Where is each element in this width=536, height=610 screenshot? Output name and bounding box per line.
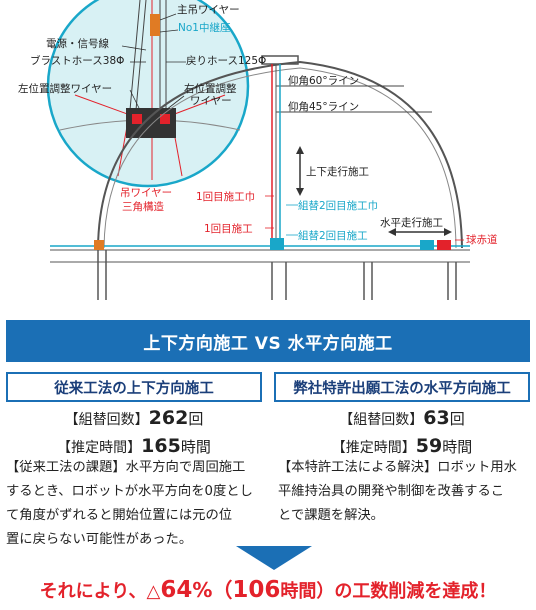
robot-marker-left (94, 240, 104, 250)
patent-time: 【推定時間】59時間 (331, 435, 473, 457)
label-right-adjust-wire-2: ワイヤー (190, 95, 232, 107)
robot-marker-teal (420, 240, 434, 250)
conventional-method-panel: 従来工法の上下方向施工 【組替回数】262回 【推定時間】165時間 (6, 372, 262, 458)
relay-seat-marker (150, 14, 160, 36)
label-main-wire: 主吊ワイヤー (177, 4, 240, 16)
banner-title: 上下方向施工 VS 水平方向施工 (143, 333, 393, 354)
label-vertical-travel: 上下走行施工 (306, 165, 369, 178)
patent-method-panel: 弊社特許出願工法の水平方向施工 【組替回数】63回 【推定時間】59時間 (274, 372, 530, 458)
detail-structure (59, 0, 241, 180)
robot-marker-center (270, 238, 284, 250)
conventional-description: 【従来工法の課題】水平方向で周回施工 するとき、ロボットが水平方向を0度とし て… (6, 460, 253, 547)
dome-outline (97, 60, 463, 249)
label-equator: 球赤道 (466, 233, 498, 246)
conventional-time: 【推定時間】165時間 (57, 435, 211, 457)
label-left-adjust-wire: 左位置調整ワイヤー (18, 82, 112, 95)
conventional-count: 【組替回数】262回 (64, 407, 204, 429)
label-blast-hose: ブラストホース38Φ (30, 54, 124, 67)
patent-count: 【組替回数】63回 (339, 407, 465, 429)
label-hang-wire-2: 三角構造 (122, 200, 164, 213)
label-horizontal-travel: 水平走行施工 (380, 216, 443, 229)
label-second-work: 組替2回目施工 (298, 229, 368, 242)
robot-marker-red (437, 240, 451, 250)
dome-construction-diagram: 主吊ワイヤー No1中継座 電源・信号線 ブラストホース38Φ 戻りホース125… (18, 0, 498, 300)
label-second-width: 組替2回目施工巾 (298, 199, 378, 212)
label-power-signal: 電源・信号線 (46, 37, 109, 50)
patent-description: 【本特許工法による解決】ロボット用水 平維持治具の開発や制御を改善するこ とで課… (278, 460, 517, 523)
label-elev60: 仰角60°ライン (288, 74, 359, 87)
label-return-hose: 戻りホース125Φ (186, 54, 266, 67)
comparison-banner: 上下方向施工 VS 水平方向施工 (6, 320, 530, 362)
detail-circle (46, 0, 250, 188)
label-elev45: 仰角45°ライン (288, 100, 359, 113)
label-first-work: 1回目施工 (204, 222, 253, 235)
patent-title: 弊社特許出願工法の水平方向施工 (274, 372, 530, 402)
label-right-adjust-wire-1: 右位置調整 (184, 82, 237, 95)
label-relay-seat: No1中継座 (178, 21, 230, 34)
result-statement: それにより、△64%（106時間）の工数削減を達成！ (39, 577, 497, 603)
conventional-title: 従来工法の上下方向施工 (6, 372, 262, 402)
down-arrow-icon (236, 546, 312, 570)
label-first-width: 1回目施工巾 (196, 190, 255, 203)
label-hang-wire-1: 吊ワイヤー (120, 187, 172, 199)
